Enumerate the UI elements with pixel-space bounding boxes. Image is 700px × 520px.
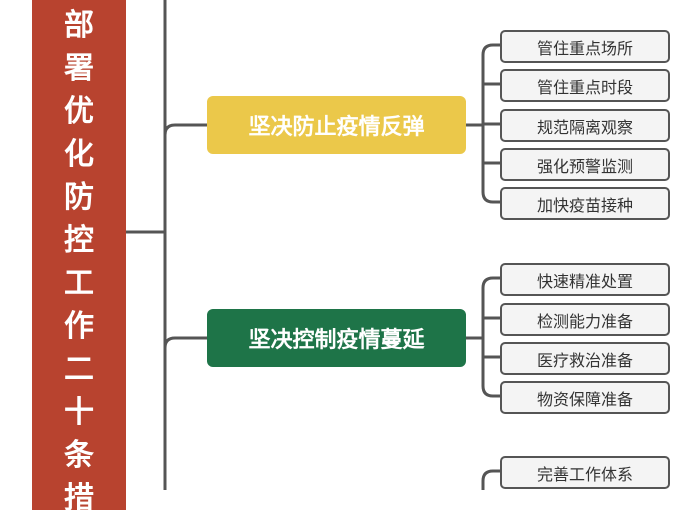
leaf-node[interactable]: 强化预警监测 xyxy=(500,148,670,181)
root-title-char: 署 xyxy=(64,51,94,86)
root-title-char: 部 xyxy=(64,8,94,43)
root-title-char: 优 xyxy=(64,94,94,129)
root-title-char: 条 xyxy=(64,438,94,473)
root-title-char: 十 xyxy=(64,395,94,430)
root-title-char: 二 xyxy=(64,352,94,387)
branch-prevent-rebound[interactable]: 坚决防止疫情反弹 xyxy=(207,96,466,154)
leaf-node[interactable]: 管住重点时段 xyxy=(500,69,670,102)
root-title-char: 化 xyxy=(64,137,94,172)
root-node: 部署优化防控工作二十条措 xyxy=(32,0,126,516)
branch-control-spread[interactable]: 坚决控制疫情蔓延 xyxy=(207,309,466,367)
leaf-node[interactable]: 检测能力准备 xyxy=(500,303,670,336)
root-title-char: 措 xyxy=(64,481,94,516)
root-title-char: 控 xyxy=(64,223,94,258)
leaf-node[interactable]: 快速精准处置 xyxy=(500,263,670,296)
connector-lines xyxy=(126,0,500,490)
leaf-node[interactable]: 加快疫苗接种 xyxy=(500,187,670,220)
root-title-char: 工 xyxy=(64,266,94,301)
leaf-node[interactable]: 物资保障准备 xyxy=(500,381,670,414)
leaf-node[interactable]: 规范隔离观察 xyxy=(500,109,670,142)
leaf-node[interactable]: 管住重点场所 xyxy=(500,30,670,63)
leaf-node[interactable]: 完善工作体系 xyxy=(500,456,670,489)
leaf-node[interactable]: 医疗救治准备 xyxy=(500,342,670,375)
root-title-char: 防 xyxy=(64,180,94,215)
root-title-char: 作 xyxy=(64,309,94,344)
